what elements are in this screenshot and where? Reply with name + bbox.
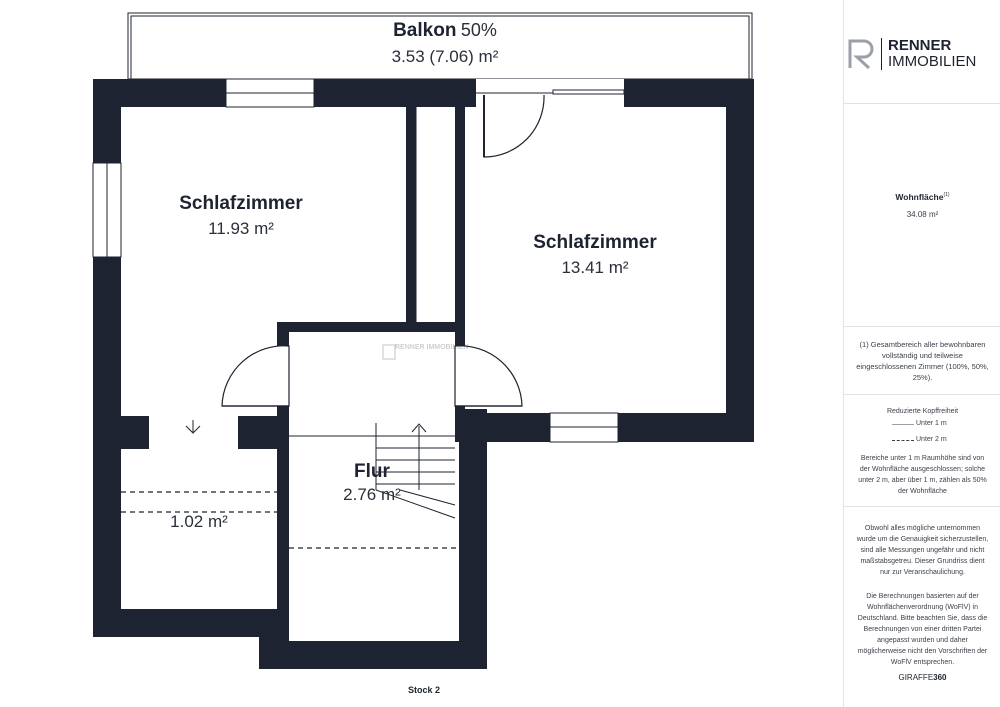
schlafzimmer-2-name: Schlafzimmer: [533, 232, 657, 253]
kopf-unter2: Unter 2 m: [916, 436, 947, 443]
headroom-lines: [121, 491, 459, 549]
wohnflaeche-section: Wohnfläche(1) 34.08 m²: [844, 104, 1000, 327]
disclaimer-1: Obwohl alles mögliche unternommen wurde …: [856, 525, 989, 576]
kopf-title: Reduzierte Kopffreiheit: [886, 408, 959, 415]
logo-divider: [881, 38, 882, 70]
flur-area: 2.76 m²: [343, 485, 401, 504]
watermark-text: RENNER IMMOBILIEN: [395, 344, 469, 351]
corridor-space: [416, 107, 455, 322]
wohnflaeche-label: Wohnfläche: [895, 192, 944, 202]
floor-plan: [92, 12, 754, 669]
wohnflaeche-sup: (1): [943, 192, 950, 199]
kopffreiheit-section: Reduzierte Kopffreiheit Unter 1 m Unter …: [844, 395, 1000, 507]
logo-section: RENNER IMMOBILIEN: [844, 0, 1000, 104]
balkon-name: Balkon: [393, 20, 457, 41]
legend-line-solid: [892, 424, 914, 425]
brand-b: 360: [933, 673, 947, 682]
schlafzimmer-1-name: Schlafzimmer: [179, 193, 303, 214]
corridor-lines: [415, 107, 461, 322]
brand-a: GIRAFFE: [898, 673, 934, 682]
windows: [92, 78, 619, 443]
balkon-label: Balkon 50%: [340, 20, 550, 42]
wohnflaeche-label-row: Wohnfläche(1): [844, 192, 1000, 202]
kopf-unter1: Unter 1 m: [916, 420, 947, 427]
footnote-section: (1) Gesamtbereich aller bewohnbaren voll…: [844, 327, 1000, 395]
legend-line-dashed: [892, 440, 914, 441]
balkon-percent: 50%: [460, 20, 497, 40]
wohnflaeche-value: 34.08 m²: [906, 210, 939, 219]
balcony-door: [476, 79, 625, 158]
sidebar: RENNER IMMOBILIEN Wohnfläche(1) 34.08 m²…: [843, 0, 1000, 707]
disclaimer-2: Die Berechnungen basierten auf der Wohnf…: [857, 593, 988, 666]
footnote-text: (1) Gesamtbereich aller bewohnbaren voll…: [856, 340, 989, 382]
flur-name: Flur: [354, 461, 390, 482]
disclaimer-section: Obwohl alles mögliche unternommen wurde …: [844, 507, 1000, 706]
abstell-area: 1.02 m²: [170, 512, 228, 531]
watermark: [382, 344, 396, 360]
floor-label: Stock 2: [407, 685, 440, 695]
schlafzimmer-1-area: 11.93 m²: [208, 219, 274, 238]
flur-top-space: [289, 332, 455, 430]
kopf-text: Bereiche unter 1 m Raumhöhe sind von der…: [858, 455, 987, 495]
flur-doors: [221, 345, 523, 407]
giraffe360-brand: GIRAFFE360: [844, 672, 1000, 683]
staircase: [375, 423, 456, 519]
logo-line2: IMMOBILIEN: [888, 53, 977, 70]
schlafzimmer-2-area: 13.41 m²: [561, 258, 629, 277]
logo-line1: RENNER: [888, 37, 952, 54]
balkon-area: 3.53 (7.06) m²: [391, 47, 499, 66]
down-arrow-icon: [185, 420, 201, 434]
renner-logo-icon: [848, 39, 874, 70]
